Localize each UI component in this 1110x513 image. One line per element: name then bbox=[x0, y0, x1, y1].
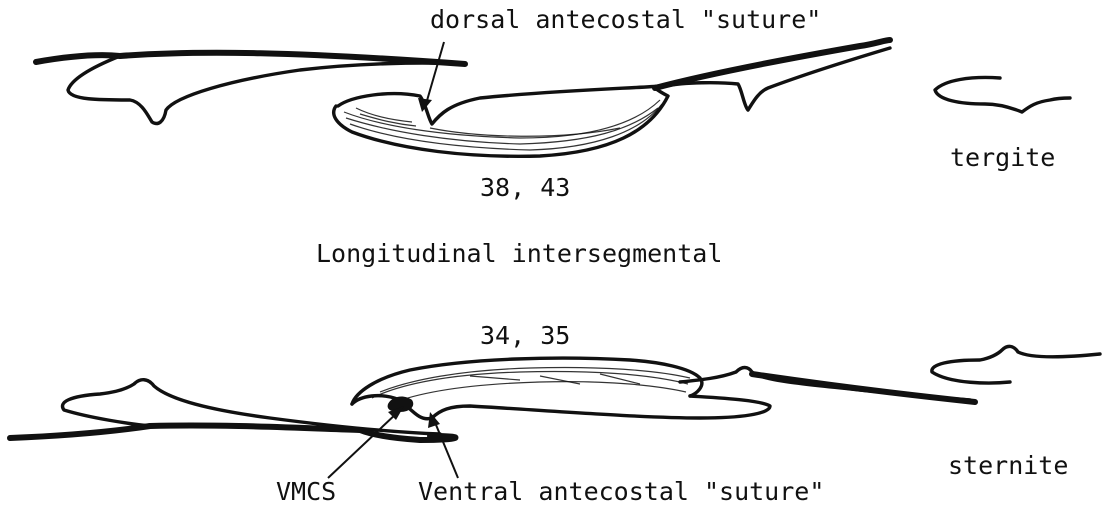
dorsal-muscle-bundle bbox=[334, 88, 668, 156]
ventral-suture-arrow bbox=[428, 412, 458, 478]
vmcs-label: VMCS bbox=[276, 478, 336, 506]
tergite-segment-middle-top bbox=[655, 40, 890, 88]
sternite-segments bbox=[10, 346, 1100, 440]
dorsal-muscle-outline bbox=[334, 88, 668, 156]
sternite-segment-left-lower bbox=[150, 425, 360, 430]
ventral-suture-label: Ventral antecostal "suture" bbox=[418, 478, 824, 506]
dorsal-suture-label: dorsal antecostal "suture" bbox=[430, 6, 821, 34]
sternite-segment-far-right bbox=[932, 346, 1100, 383]
tergite-segment-left-top bbox=[120, 53, 465, 64]
sternite-segment-middle-plate bbox=[352, 396, 770, 419]
section-title: Longitudinal intersegmental bbox=[316, 240, 722, 268]
tergite-segments bbox=[36, 40, 1070, 124]
vmcs-arrow bbox=[328, 406, 404, 478]
ventral-muscle-bundle bbox=[352, 358, 702, 412]
dorsal-suture-arrow bbox=[418, 42, 444, 112]
dorsal-muscle-numbers: 38, 43 bbox=[480, 174, 570, 202]
tergite-segment-right bbox=[935, 78, 1070, 113]
tergite-segment-left bbox=[68, 56, 465, 124]
ventral-muscle-numbers: 34, 35 bbox=[480, 322, 570, 350]
tergite-label: tergite bbox=[950, 144, 1055, 172]
sternite-label: sternite bbox=[948, 452, 1068, 480]
sternite-left-strip bbox=[10, 426, 150, 438]
